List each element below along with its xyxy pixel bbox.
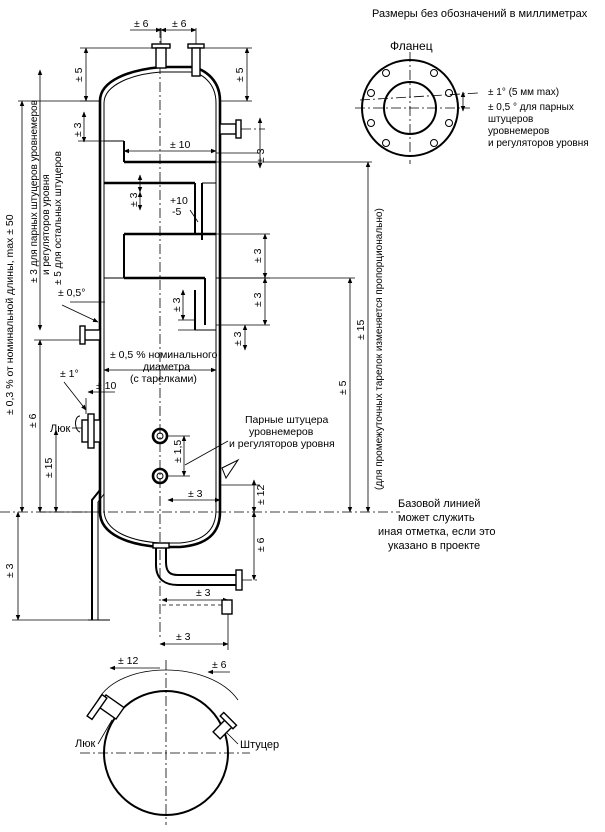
pipe-tol-1: ± 3 (196, 587, 211, 599)
right-tray-dimension: ± 5 ± 15 (для промежуточных тарелок изме… (216, 161, 496, 552)
flange-tol-paired: ± 0,5 ° для парных (488, 102, 574, 113)
tray1-width: ± 10 (170, 139, 191, 151)
plan-manhole (86, 693, 126, 721)
level-gauge-nozzles: ± 1,5 Парные штуцера уровнемеров и регул… (151, 414, 335, 485)
manhole: ± 1° ± 10 Люк (50, 368, 117, 449)
svg-text:и регуляторов уровня: и регуляторов уровня (229, 438, 335, 450)
flange-title: Фланец (390, 39, 433, 53)
weir-minus: -5 (172, 206, 181, 218)
svg-text:уровнемеров: уровнемеров (249, 426, 314, 438)
plan-view: ± 12 ± 6 Люк Штуцер (75, 655, 279, 825)
head-tol-left: ± 5 (73, 67, 85, 82)
flange-tol-angle: ± 1° (5 мм max) (488, 87, 559, 98)
units-note: Размеры без обозначений в миллиметрах (372, 8, 588, 20)
upper-nozzle-tol: ± 3 (72, 122, 84, 137)
right-upper-nozzle: ± 3 (219, 117, 267, 169)
vessel-legs (40, 489, 110, 621)
diameter-tol: ± 0,5 % номинального (110, 349, 218, 361)
svg-text:указано в проекте: указано в проекте (388, 540, 480, 552)
bottom-offset-tol: ± 3 (188, 488, 203, 500)
plan-angle-right: ± 6 (212, 659, 227, 671)
nozzle-other-tol: ± 5 для остальных штуцеров (53, 151, 64, 285)
svg-text:и регуляторов уровня: и регуляторов уровня (488, 138, 589, 149)
tray-tol-4: ± 3 (252, 292, 264, 307)
tray-inner-tol: ± 3 (171, 297, 183, 312)
tray-tol-3: ± 3 (252, 248, 264, 263)
bottom-shell-dims: ± 3 ± 12 (167, 458, 267, 513)
top-tol-left: ± 6 (134, 18, 149, 30)
left-nozzle: ± 0,5° (58, 287, 105, 345)
manhole-height-tol: ± 6 (27, 413, 39, 428)
trays: ± 10 ± 3 +10 -5 ± 3 ± 3 ± 3 ± 3 (104, 139, 270, 351)
base-note: Базовой линией (398, 498, 480, 510)
gauge-label: Парные штуцера (245, 414, 329, 426)
head-tol-right: ± 5 (234, 67, 246, 82)
pipe-tol-2: ± 3 (176, 631, 191, 643)
top-tol-right: ± 6 (172, 18, 187, 30)
top-nozzles: ± 6 ± 6 ± 5 ± 5 (73, 18, 252, 102)
nozzle-angle-tol: ± 0,5° (58, 287, 85, 299)
weir-plus: +10 (170, 195, 188, 207)
base-below-tol: ± 3 (4, 563, 16, 578)
right-tol-15: ± 15 (355, 319, 367, 340)
svg-text:(с тарелками): (с тарелками) (130, 373, 197, 385)
svg-text:может служить: может служить (398, 512, 475, 524)
lower-nozzle-tol: ± 15 (43, 457, 55, 478)
right-nozzle-tol: ± 3 (255, 148, 267, 163)
manhole-offset-tol: ± 10 (96, 380, 117, 392)
tray-tol-5: ± 3 (232, 331, 244, 346)
base-tol: ± 12 (255, 484, 267, 505)
plan-angle-left: ± 12 (118, 655, 139, 667)
svg-text:иная отметка, если это: иная отметка, если это (378, 526, 496, 538)
svg-text:штуцеров: штуцеров (488, 114, 533, 125)
left-dimensions: ± 0,3 % от номинальной длины, max ± 50 ±… (0, 69, 400, 621)
length-tol: ± 0,3 % от номинальной длины, max ± 50 (4, 214, 16, 415)
manhole-angle-tol: ± 1° (60, 368, 79, 380)
nozzle-paired-tol: ± 3 для парных штуцеров уровнемеров (29, 100, 40, 283)
flange-bolt-holes (367, 69, 453, 147)
svg-text:диаметра: диаметра (143, 361, 190, 373)
bottom-outlet: ± 6 ± 3 ± 3 (152, 511, 267, 650)
svg-text:уровнемеров: уровнемеров (488, 126, 549, 137)
tray-note: (для промежуточных тарелок изменяется пр… (374, 208, 385, 490)
svg-text:и регуляторов уровня: и регуляторов уровня (41, 174, 52, 275)
plan-nozzle (212, 711, 238, 740)
plan-nozzle-label: Штуцер (240, 739, 279, 751)
right-tol-5: ± 5 (337, 380, 349, 395)
flange-view: Фланец ± 1° (5 мм max) ± 0,5 ° для парны… (355, 39, 589, 164)
outlet-tol: ± 6 (255, 537, 267, 552)
diameter-dimension: ± 0,5 % номинального диаметра (с тарелка… (103, 349, 218, 385)
gauge-pitch-tol: ± 1,5 (172, 440, 184, 463)
manhole-label: Люк (50, 423, 70, 435)
plan-manhole-label: Люк (75, 738, 95, 750)
tray-gap-tol: ± 3 (128, 192, 140, 207)
